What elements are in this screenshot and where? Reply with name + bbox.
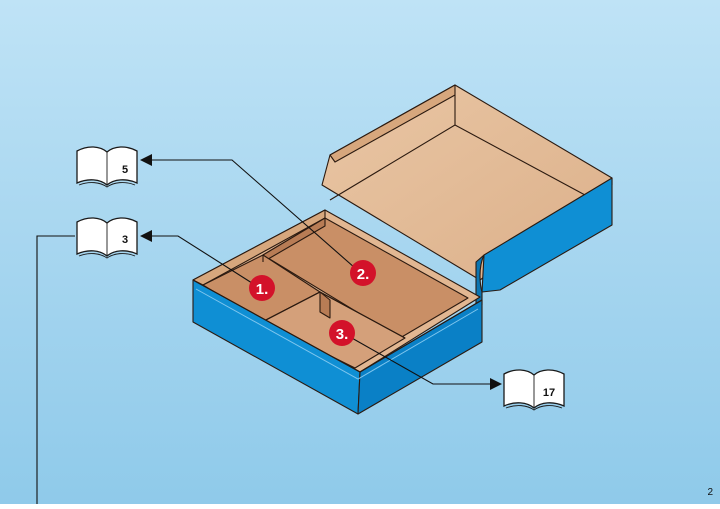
open-book-icon: 3 <box>76 217 138 259</box>
badge-1: 1. <box>249 275 275 301</box>
page-number: 2 <box>707 487 713 498</box>
svg-text:5: 5 <box>122 164 128 176</box>
svg-text:3: 3 <box>122 234 128 246</box>
box-lid-flap <box>481 177 613 293</box>
callout-line-17 <box>342 332 492 385</box>
continuation-line <box>36 235 75 504</box>
svg-text:2.: 2. <box>357 266 370 283</box>
callout-line-5 <box>150 159 364 276</box>
badge-3: 3. <box>329 320 355 346</box>
open-book-icon: 17 <box>503 369 565 411</box>
svg-text:1.: 1. <box>256 281 269 298</box>
svg-text:3.: 3. <box>336 326 349 343</box>
svg-text:17: 17 <box>543 387 555 399</box>
badge-2: 2. <box>350 260 376 286</box>
callout-line-3 <box>150 235 264 291</box>
open-book-icon: 5 <box>76 146 138 188</box>
